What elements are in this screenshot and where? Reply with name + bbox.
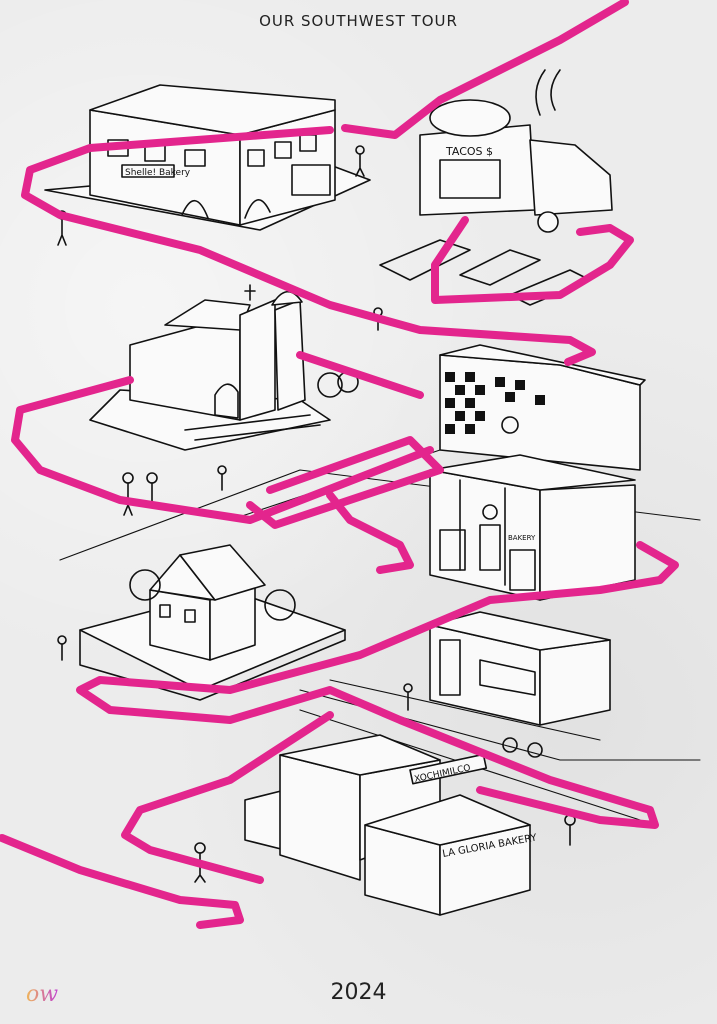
house-with-fence [79, 544, 346, 701]
bakery-sign: Shelle! Bakery [125, 168, 191, 178]
year-label: 2024 [330, 980, 387, 1005]
taco-truck-sign: TACOS $ [445, 145, 493, 158]
ow-logo: ow [26, 982, 59, 1007]
taco-truck: TACOS $ [379, 69, 613, 306]
map-title: OUR SOUTHWEST TOUR [259, 12, 458, 30]
checkered-building [439, 344, 646, 471]
mid-bakery-sign: BAKERY [508, 534, 536, 542]
church-building [89, 284, 359, 451]
mid-bakery-building: BAKERY [429, 454, 636, 601]
tour-route [0, 0, 679, 929]
shelle-bakery-building: Shelle! Bakery [44, 84, 371, 231]
xochimilco-building [429, 611, 611, 726]
people-figures [57, 145, 576, 883]
la-gloria-bakery-building: XOCHIMILCO LA GLORIA BAKERY [244, 734, 539, 916]
